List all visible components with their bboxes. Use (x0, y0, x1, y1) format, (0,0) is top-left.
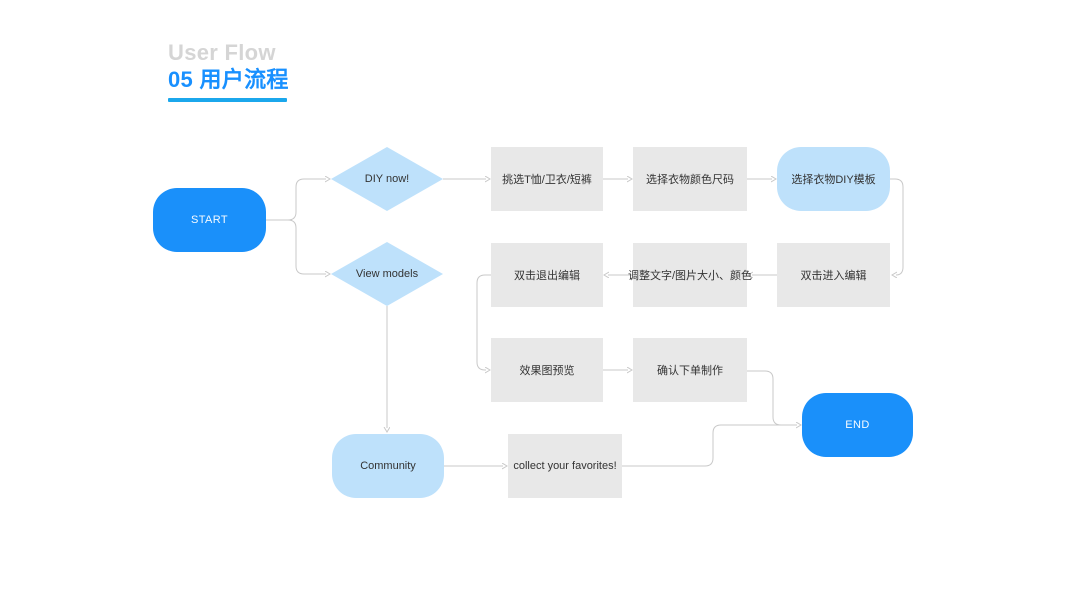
flow-node-end: END (802, 393, 913, 457)
flow-node-preview-render: 效果图预览 (491, 338, 603, 402)
flow-node-pick-clothing: 挑选T恤/卫衣/短裤 (491, 147, 603, 211)
slide-subtitle: User Flow (168, 40, 276, 65)
flow-node-label: 确认下单制作 (657, 365, 723, 377)
flow-node-label: Community (360, 460, 416, 472)
flow-node-adjust-text-image: 调整文字/图片大小、颜色 (628, 243, 752, 307)
flow-node-label: DIY now! (364, 173, 410, 185)
flow-node-choose-diy-template: 选择衣物DIY模板 (777, 147, 890, 211)
flow-node-label: START (190, 214, 229, 226)
connector-choose-template-to-enter-edit (890, 178, 904, 275)
slide-title: 05 用户流程 (168, 67, 289, 92)
flow-node-exit-edit: 双击退出编辑 (491, 243, 603, 307)
flow-node-label: 调整文字/图片大小、颜色 (627, 270, 753, 282)
flow-node-label: 双击退出编辑 (514, 270, 580, 282)
flow-node-label: 效果图预览 (519, 365, 575, 377)
flow-node-community: Community (332, 434, 444, 498)
flow-node-enter-edit: 双击进入编辑 (777, 243, 890, 307)
connector-confirm-to-end (747, 370, 797, 425)
flow-node-label: collect your favorites! (513, 460, 617, 472)
flow-node-label: View models (355, 268, 419, 280)
flow-node-collect-favorites: collect your favorites! (508, 434, 622, 498)
flow-node-label: 选择衣物DIY模板 (791, 174, 876, 186)
connector-start-to-view-models (266, 219, 326, 274)
connector-exit-edit-to-preview (476, 274, 491, 370)
flow-node-choose-color-size: 选择衣物颜色尺码 (633, 147, 747, 211)
slide-header: User Flow 05 用户流程 (168, 40, 289, 102)
flow-node-label: 挑选T恤/卫衣/短裤 (502, 174, 592, 186)
connector-start-to-diy-now (266, 179, 326, 221)
flow-node-start: START (153, 188, 266, 252)
flow-node-label: 选择衣物颜色尺码 (646, 174, 734, 186)
title-underline (168, 98, 287, 102)
flow-node-label: 双击进入编辑 (800, 270, 867, 282)
flow-node-confirm-order: 确认下单制作 (633, 338, 747, 402)
connector-collect-to-end (622, 424, 797, 467)
flow-node-label: END (845, 419, 870, 431)
